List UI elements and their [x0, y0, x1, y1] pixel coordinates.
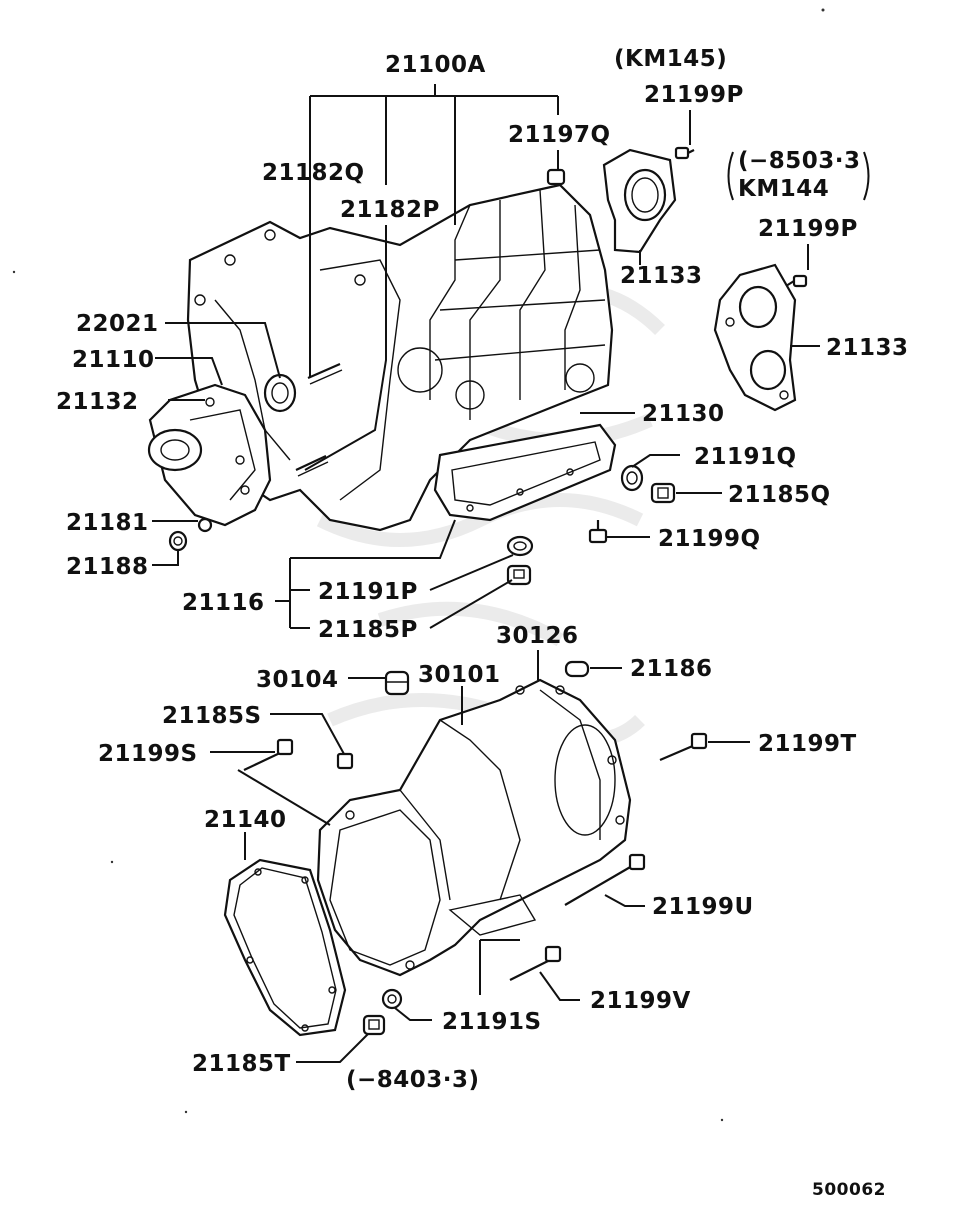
bolt-21199q — [588, 520, 608, 544]
label-km145: (KM145) — [614, 46, 727, 72]
washer-21191q — [620, 464, 644, 492]
label-21191q: 21191Q — [694, 444, 797, 470]
plug-21185q — [650, 482, 676, 504]
label-21199s: 21199S — [98, 741, 198, 767]
bolt-21199s — [243, 738, 294, 771]
bolt-21199u — [564, 853, 646, 906]
part-labels: 21100A (KM145) 21199P 21197Q (−8503·3 KM… — [56, 46, 909, 1200]
plate-21133-upper — [602, 148, 677, 254]
label-21186: 21186 — [630, 656, 713, 682]
label-21199v: 21199V — [590, 988, 691, 1014]
bolt-21199t — [659, 732, 708, 762]
label-21181: 21181 — [66, 510, 149, 536]
washer-21191p — [506, 535, 534, 557]
plug-21197q — [546, 168, 566, 186]
washer-21191s — [381, 988, 403, 1010]
label-21191s: 21191S — [442, 1009, 542, 1035]
label-21110: 21110 — [72, 347, 155, 373]
label-21140: 21140 — [204, 807, 287, 833]
label-30104: 30104 — [256, 667, 339, 693]
label-21133-upper: 21133 — [620, 263, 703, 289]
bolt-21199p-top — [674, 146, 695, 160]
label-21182q: 21182Q — [262, 160, 365, 186]
label-30101: 30101 — [418, 662, 501, 688]
label-21197q: 21197Q — [508, 122, 611, 148]
label-21191p: 21191P — [318, 579, 418, 605]
plug-21185t — [362, 1014, 386, 1036]
figure-number: 500062 — [812, 1180, 886, 1200]
dowel-21186 — [564, 660, 590, 678]
leader-lines — [152, 84, 870, 1063]
label-21185q: 21185Q — [728, 482, 831, 508]
pin-21181 — [197, 517, 213, 533]
label-21130: 21130 — [642, 401, 725, 427]
extension-housing — [316, 678, 632, 977]
oil-pan — [433, 423, 617, 522]
rear-gasket — [223, 858, 347, 1037]
label-21188: 21188 — [66, 554, 149, 580]
bolt-21199v — [509, 945, 562, 981]
label-range-8503: (−8503·3 — [738, 148, 861, 174]
label-21185s: 21185S — [162, 703, 262, 729]
main-transmission-case — [186, 183, 614, 532]
label-km144: KM144 — [738, 176, 829, 202]
label-21199u: 21199U — [652, 894, 754, 920]
label-21182p: 21182P — [340, 197, 440, 223]
label-21199t: 21199T — [758, 731, 857, 757]
label-21185p: 21185P — [318, 617, 418, 643]
label-21132: 21132 — [56, 389, 139, 415]
label-21185t: 21185T — [192, 1051, 291, 1077]
plug-21185s — [336, 752, 354, 770]
nut-21188 — [168, 530, 188, 552]
label-range-8403: (−8403·3) — [346, 1067, 480, 1093]
label-21133-lower: 21133 — [826, 335, 909, 361]
label-21199p-mid: 21199P — [758, 216, 858, 242]
breather-30104 — [384, 670, 410, 696]
label-22021: 22021 — [76, 311, 159, 337]
stud-21182q — [307, 362, 343, 385]
bolt-21199p-mid — [785, 274, 808, 288]
oil-seal — [263, 373, 297, 413]
front-cover — [147, 383, 272, 527]
label-21100a: 21100A — [385, 52, 486, 78]
stud-21182p — [295, 455, 329, 477]
label-30126: 30126 — [496, 623, 579, 649]
speck-dots — [12, 8, 825, 1122]
plug-21185p — [506, 564, 532, 586]
label-21199p-top: 21199P — [644, 82, 744, 108]
label-21199q: 21199Q — [658, 526, 761, 552]
plate-21133-lower — [713, 263, 797, 412]
label-21116: 21116 — [182, 590, 265, 616]
